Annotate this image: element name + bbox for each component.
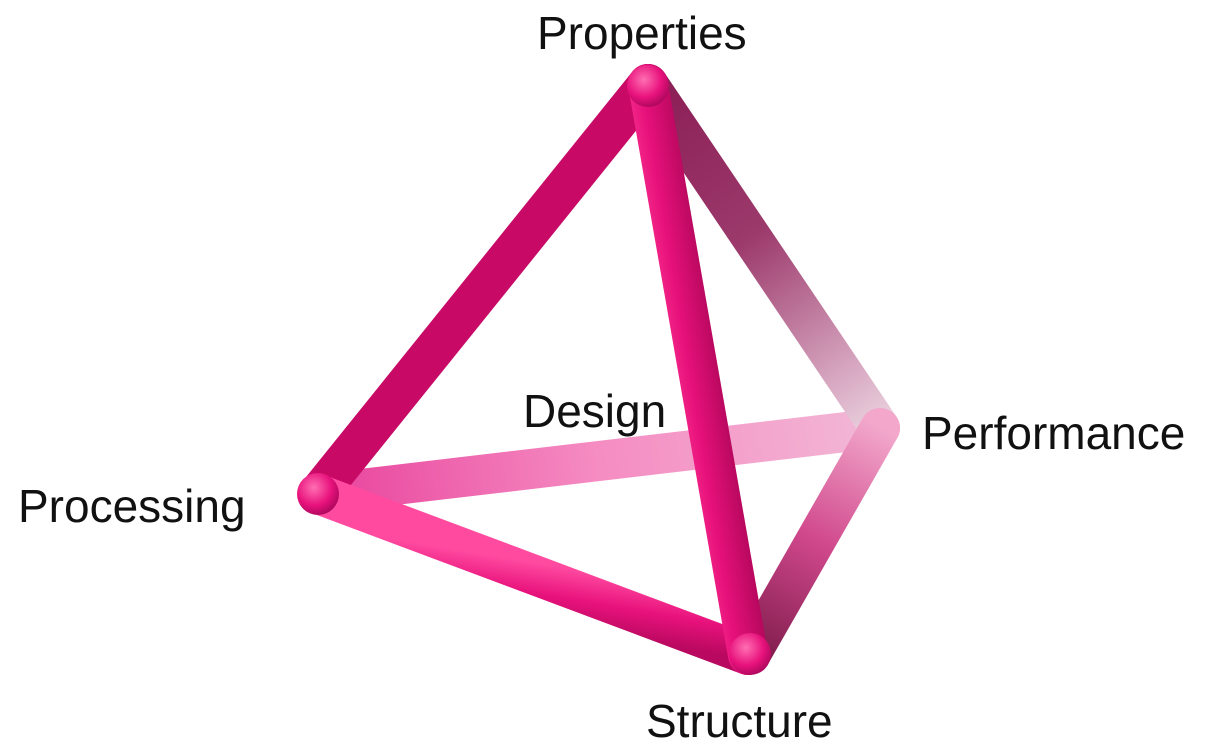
edge-processing-performance (318, 428, 880, 494)
vertex-label-processing: Processing (18, 483, 246, 529)
vertex-properties (627, 65, 669, 107)
vertex-processing (297, 473, 339, 515)
vertex-structure (729, 633, 771, 675)
edge-processing-structure (318, 494, 748, 655)
vertex-label-properties: Properties (537, 10, 747, 56)
vertex-label-performance: Performance (922, 410, 1185, 456)
vertex-label-structure: Structure (646, 698, 833, 744)
center-label-design: Design (523, 388, 666, 434)
edge-performance-structure (752, 428, 880, 652)
